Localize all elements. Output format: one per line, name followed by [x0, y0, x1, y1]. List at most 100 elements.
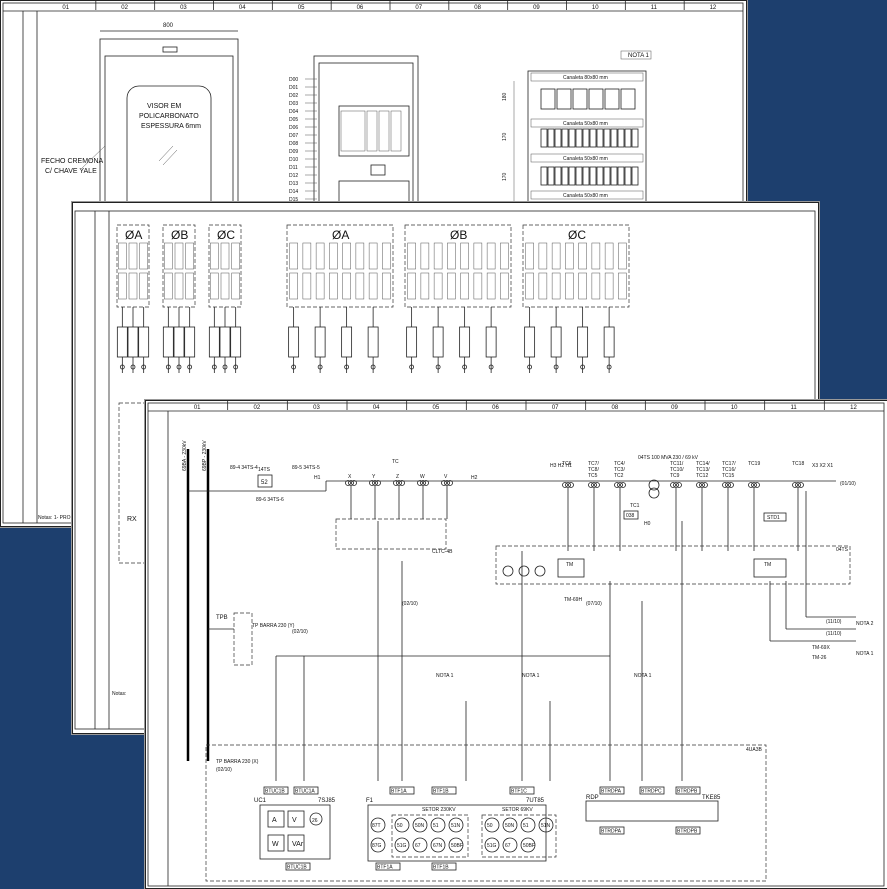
- terminal-label: BTRDPB: [677, 789, 698, 795]
- phase-group-label: ØB: [171, 228, 188, 242]
- relay-function: 50: [397, 823, 403, 829]
- row-code: D13: [289, 181, 298, 187]
- switch-89-5: 89-5 34TS-5: [292, 465, 320, 471]
- column-number: 02: [121, 5, 128, 11]
- switch-89-6: 89-6 34TS-6: [256, 497, 284, 503]
- phase-group-label: ØA: [332, 228, 349, 242]
- relay-function: 67N: [433, 843, 443, 849]
- h1-label: H1: [314, 475, 321, 481]
- terminal-block: [599, 826, 625, 835]
- h0-label: H0: [644, 521, 651, 527]
- ref-0010: (02/10): [216, 767, 232, 773]
- column-number: 10: [731, 405, 738, 411]
- visor-label-3: ESPESSURA 6mm: [141, 123, 201, 130]
- rdp-label: RDP: [586, 795, 599, 801]
- column-number: 09: [671, 405, 678, 411]
- cltc-label: CLTC-4B: [432, 549, 453, 555]
- tke85-label: TKE85: [702, 795, 721, 801]
- relay-function: 87T: [372, 823, 381, 829]
- tc1-label: TC1: [630, 503, 640, 509]
- column-number: 08: [612, 405, 619, 411]
- nota2-label: NOTA 2: [856, 621, 874, 627]
- lock-label-1: FECHO CREMONA: [41, 158, 104, 165]
- terminal-block: [599, 786, 625, 795]
- tc-phase-label: Z: [396, 474, 399, 480]
- relay-function: 50: [487, 823, 493, 829]
- relay-function: 50BF: [451, 843, 463, 849]
- row-code: D01: [289, 85, 298, 91]
- column-number: 12: [710, 5, 717, 11]
- visor-label-1: VISOR EM: [147, 103, 181, 110]
- row-code: D15: [289, 197, 298, 203]
- relay-function: 51G: [397, 843, 407, 849]
- tc-phase-label: W: [420, 474, 425, 480]
- meter-label: A: [272, 817, 277, 824]
- breaker-52: 52: [261, 480, 268, 486]
- tc-group-label: TC18: [792, 461, 804, 467]
- relay-function: 67: [505, 843, 511, 849]
- terminal-label: BTRDPB: [677, 829, 698, 835]
- tc-group-label: TC14/: [696, 461, 710, 467]
- column-number: 05: [433, 405, 440, 411]
- phase-group-label: ØB: [450, 228, 467, 242]
- tc-group-label: TC9: [670, 473, 680, 479]
- tc-group-label: TC16/: [722, 467, 736, 473]
- terminal-block: [675, 786, 701, 795]
- 04ts-label: 04TS: [836, 547, 849, 553]
- nota1-label: NOTA 1: [628, 53, 650, 59]
- canaleta-label: Canaleta 50x80 mm: [563, 193, 608, 199]
- tc-label: TC: [392, 459, 399, 465]
- terminal-label: BTF1B: [433, 865, 449, 871]
- column-number: 03: [180, 5, 187, 11]
- visor-label-2: POLICARBONATO: [139, 113, 199, 120]
- width-dimension: 800: [163, 23, 174, 29]
- row-code: D11: [289, 165, 298, 171]
- meter-label: W: [272, 841, 279, 848]
- dimension-label: 170: [502, 132, 508, 141]
- rx-label: RX: [127, 516, 137, 523]
- relay-function: 51N: [541, 823, 551, 829]
- terminal-block: [509, 786, 535, 795]
- tc-group-label: TC2: [614, 473, 624, 479]
- terminal-block: [675, 826, 701, 835]
- row-code: D05: [289, 117, 298, 123]
- bus-label-a: 69BA - 230kV: [182, 440, 188, 471]
- column-number: 12: [850, 405, 857, 411]
- panel-label: 4UA3B: [746, 747, 763, 753]
- row-code: D04: [289, 109, 298, 115]
- column-number: 08: [474, 5, 481, 11]
- row-code: D00: [289, 77, 298, 83]
- terminal-block: [263, 786, 289, 795]
- tc-phase-label: X: [348, 474, 352, 480]
- row-code: D08: [289, 141, 298, 147]
- column-number: 06: [492, 405, 499, 411]
- meter-label: VAr: [292, 841, 304, 848]
- f1-label: F1: [366, 798, 374, 804]
- terminal-label: BTRDPA: [601, 829, 622, 835]
- canaleta-label: Canaleta 50x80 mm: [563, 121, 608, 127]
- tc-phase-label: Y: [372, 474, 376, 480]
- terminal-block: [431, 786, 457, 795]
- tc-group-label: TC15: [722, 473, 734, 479]
- tc-group-label: TC6: [562, 461, 572, 467]
- phase-group-label: ØA: [125, 228, 142, 242]
- relay-function: 50BF: [523, 843, 535, 849]
- column-number: 11: [651, 5, 658, 11]
- terminal-label: BTUC1B: [287, 865, 307, 871]
- terminal-label: BTUC1A: [295, 789, 315, 795]
- terminal-label: BTUC1B: [265, 789, 285, 795]
- tc-group-label: TC3/: [614, 467, 625, 473]
- tm-label-1: TM: [566, 562, 573, 568]
- setor230-label: SETOR 230KV: [422, 807, 456, 813]
- h-group-label: H3 H2 H1: [550, 463, 572, 469]
- row-code: D14: [289, 189, 298, 195]
- column-number: 07: [415, 5, 422, 11]
- terminal-label: BTF1A: [391, 789, 407, 795]
- tm26-label: TM-26: [812, 655, 827, 661]
- ref-0210-b: (02/10): [402, 601, 418, 607]
- relay-function: 50N: [505, 823, 515, 829]
- relay-function: 51G: [487, 843, 497, 849]
- tc-group-label: TC12: [696, 473, 708, 479]
- meter-label: V: [292, 817, 297, 824]
